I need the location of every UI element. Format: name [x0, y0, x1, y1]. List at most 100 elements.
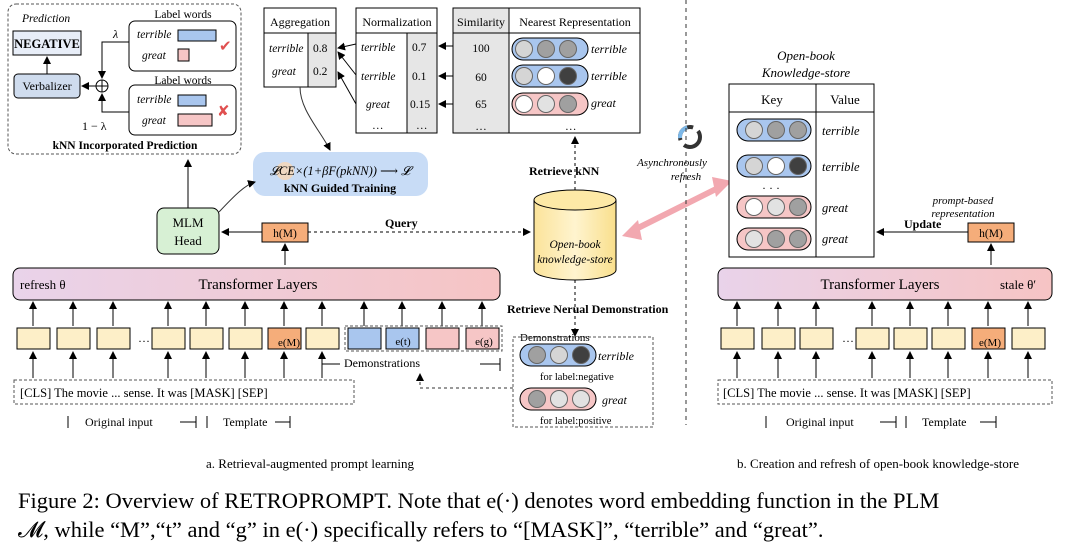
- svg-text:…: …: [565, 121, 577, 133]
- rep-dot-2-1: [537, 95, 555, 113]
- rep-dot-6-1: [767, 230, 785, 248]
- svg-text:terrible: terrible: [591, 42, 628, 56]
- rep-dot-0-0: [515, 40, 533, 58]
- one-minus-lambda-label: 1 − λ: [82, 119, 107, 133]
- rep-dot-5-1: [767, 198, 785, 216]
- svg-text:Nearest Representation: Nearest Representation: [519, 15, 631, 29]
- svg-text:Key: Key: [761, 92, 783, 107]
- knn-prediction-footer: kNN Incorporated Prediction: [53, 140, 198, 152]
- right-caption: b. Creation and refresh of open-book kno…: [737, 456, 1019, 471]
- check-icon: ✔: [219, 39, 232, 55]
- left-emb-t: e(t): [395, 336, 411, 348]
- left-token-9: [385, 327, 420, 350]
- bottom-great-bar: [177, 113, 213, 127]
- rep-dot-3-2: [789, 121, 807, 139]
- rep-dot-7-1: [550, 346, 568, 364]
- right-store-title-2: Knowledge-store: [761, 65, 851, 80]
- svg-text:terrible: terrible: [591, 69, 628, 83]
- svg-text:great: great: [822, 201, 848, 215]
- prediction-title: Prediction: [21, 13, 70, 25]
- right-store-title-1: Open-book: [777, 48, 835, 63]
- svg-text:Head: Head: [174, 233, 202, 248]
- svg-text:…: …: [372, 120, 384, 132]
- svg-text:0.7: 0.7: [412, 42, 427, 54]
- svg-text:Transformer Layers: Transformer Layers: [199, 277, 318, 293]
- svg-text:0.1: 0.1: [412, 71, 427, 83]
- demonstrations-label: Demonstrations: [344, 356, 420, 370]
- figure-caption-line1: Figure 2: Overview of RETROPROMPT. Note …: [18, 488, 940, 513]
- svg-text:great: great: [602, 393, 628, 407]
- right-token-4: [893, 327, 928, 350]
- rep-dot-4-0: [745, 157, 763, 175]
- svg-text:for label:negative: for label:negative: [540, 372, 614, 383]
- right-transformer-layers: Transformer Layers stale θ′: [717, 267, 1053, 301]
- retrieve-knn-label: Retrieve kNN: [529, 164, 600, 178]
- left-token-10: [425, 327, 460, 350]
- left-token-6: [267, 327, 302, 350]
- left-token-4: [189, 327, 224, 350]
- left-token-2: [96, 327, 131, 350]
- rep-dot-5-0: [745, 198, 763, 216]
- svg-text:Similarity: Similarity: [457, 15, 505, 29]
- left-token-8: [347, 327, 382, 350]
- knowledge-store-cylinder: Open-book knowledge-store: [533, 189, 617, 281]
- demonstration-embedding-box: [344, 325, 503, 352]
- verbalizer-label: Verbalizer: [22, 79, 71, 93]
- retrieve-demo-label: Retrieve Nerual Demonstration: [507, 302, 669, 316]
- svg-text:…: …: [475, 121, 487, 133]
- rep-dot-2-2: [559, 95, 577, 113]
- left-original-input-label: Original input: [85, 415, 153, 429]
- knn-training-formula: 𝓛CE×(1+βF(pkNN)) ⟶ 𝓛: [270, 164, 414, 178]
- rep-dot-2-0: [515, 95, 533, 113]
- right-token-1: [761, 327, 796, 350]
- left-caption: a. Retrieval-augmented prompt learning: [206, 456, 414, 471]
- prompt-rep-line2: representation: [931, 208, 995, 220]
- aggregation-table: Aggregation terrible 0.8 great 0.2: [263, 7, 337, 88]
- svg-text:terrible: terrible: [361, 42, 396, 54]
- right-ellipsis: ···: [842, 334, 854, 348]
- svg-text:terrible: terrible: [822, 160, 860, 174]
- svg-text:Value: Value: [830, 92, 860, 107]
- svg-text:Demonstrations: Demonstrations: [520, 332, 590, 344]
- rep-dot-3-1: [767, 121, 785, 139]
- mlm-head: MLM Head: [156, 207, 220, 255]
- left-token-11: [465, 327, 500, 350]
- right-emb-m: e(M): [979, 337, 1001, 349]
- rep-dot-0-1: [537, 40, 555, 58]
- rep-dot-8-2: [572, 390, 590, 408]
- svg-text:· · ·: · · ·: [762, 181, 780, 195]
- right-token-row: [720, 301, 1046, 378]
- svg-text:MLM: MLM: [172, 215, 204, 230]
- svg-text:terrible: terrible: [361, 71, 396, 83]
- query-label: Query: [385, 216, 418, 230]
- bottom-word-great: great: [142, 115, 167, 127]
- svg-text:great: great: [272, 66, 297, 78]
- rep-dot-5-2: [789, 198, 807, 216]
- prompt-rep-line1: prompt-based: [932, 195, 994, 207]
- svg-text:great: great: [366, 99, 391, 111]
- rep-dot-1-0: [515, 67, 533, 85]
- rep-dot-4-1: [767, 157, 785, 175]
- rep-dot-8-1: [550, 390, 568, 408]
- rep-dot-7-0: [528, 346, 546, 364]
- svg-text:0.15: 0.15: [410, 99, 430, 111]
- svg-text:terrible: terrible: [822, 124, 860, 138]
- svg-text:Normalization: Normalization: [362, 15, 431, 29]
- representation-circles: [511, 37, 807, 408]
- rep-dot-7-2: [572, 346, 590, 364]
- svg-text:60: 60: [475, 72, 487, 84]
- figure-caption: Figure 2: Overview of RETROPROMPT. Note …: [18, 486, 1058, 544]
- label-words-top-title: Label words: [154, 9, 212, 21]
- rep-dot-0-2: [559, 40, 577, 58]
- svg-text:terrible: terrible: [269, 43, 304, 55]
- right-input-box: [717, 379, 1053, 405]
- left-input-text: [CLS] The movie ... sense. It was [MASK]…: [20, 386, 268, 400]
- right-token-2: [799, 327, 834, 350]
- rep-dot-1-1: [537, 67, 555, 85]
- right-token-5: [931, 327, 966, 350]
- left-token-7: [305, 327, 340, 350]
- svg-text:0.2: 0.2: [313, 66, 328, 78]
- rep-dot-6-2: [789, 230, 807, 248]
- left-transformer-layers: refresh θ Transformer Layers: [12, 267, 501, 301]
